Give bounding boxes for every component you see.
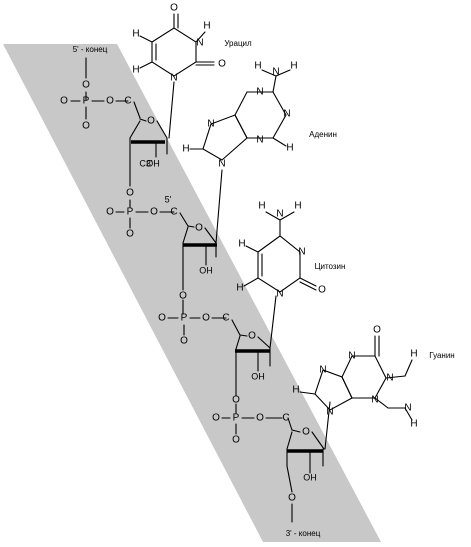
five-prime-end-label: 5' - конец — [73, 45, 108, 54]
atom-O: O — [126, 188, 134, 199]
atom-O: O — [212, 413, 220, 424]
atom-H: H — [290, 61, 297, 72]
oh-label: OH — [303, 472, 317, 482]
hydroxyl-labels: OH OH OH OH — [146, 158, 317, 482]
atom-N: N — [348, 351, 355, 362]
atom-O: O — [106, 96, 114, 107]
atom-O: O — [318, 285, 326, 296]
atom-O: O — [180, 336, 188, 347]
atom-O: O — [147, 116, 155, 127]
atom-N: N — [256, 87, 263, 98]
atom-N: N — [404, 403, 411, 414]
atom-N: N — [272, 67, 279, 78]
atom-O: O — [202, 313, 210, 324]
atom-H: H — [132, 29, 139, 40]
oh-label: OH — [146, 158, 160, 168]
atom-C: C — [222, 313, 229, 324]
base-label-cytosine: Цитозин — [315, 262, 346, 271]
base-name-labels: Урацил Аденин Цитозин Гуанин — [224, 39, 454, 360]
atom-P: P — [181, 313, 188, 324]
base-label-uracil: Урацил — [224, 39, 252, 48]
atom-O: O — [179, 291, 187, 302]
atom-N: N — [207, 119, 214, 130]
atom-O: O — [82, 80, 90, 91]
c3-label: C3' — [139, 158, 153, 168]
atom-H: H — [258, 201, 265, 212]
oh-label: OH — [251, 371, 265, 381]
atom-P: P — [127, 207, 134, 218]
atom-labels: O O P O O C O O N H O N H H O O P O O C … — [60, 3, 418, 504]
atom-H: H — [292, 385, 299, 396]
five-prime-label: 5' — [165, 194, 172, 204]
atom-P: P — [83, 96, 90, 107]
atom-O: O — [302, 427, 310, 438]
atom-O: O — [373, 325, 381, 336]
atom-O: O — [170, 3, 178, 14]
structure-lines — [70, 13, 413, 523]
atom-N: N — [386, 373, 393, 384]
atom-H: H — [238, 239, 245, 250]
atom-N: N — [218, 159, 225, 170]
atom-N: N — [283, 109, 290, 120]
atom-O: O — [106, 207, 114, 218]
atom-N: N — [170, 73, 177, 84]
atom-H: H — [286, 143, 293, 154]
base-label-adenine: Аденин — [309, 130, 337, 139]
atom-N: N — [276, 209, 283, 220]
atom-H: H — [182, 144, 189, 155]
atom-O: O — [158, 313, 166, 324]
backbone-band — [3, 44, 381, 542]
atom-O: O — [232, 395, 240, 406]
atom-H: H — [410, 349, 417, 360]
base-label-guanine: Гуанин — [429, 351, 454, 360]
atom-O: O — [150, 207, 158, 218]
atom-O: O — [218, 59, 226, 70]
atom-H: H — [203, 21, 210, 32]
atom-H: H — [254, 61, 261, 72]
atom-O: O — [248, 331, 256, 342]
atom-O: O — [288, 493, 296, 504]
atom-N: N — [326, 407, 333, 418]
atom-H: H — [294, 201, 301, 212]
atom-O: O — [256, 413, 264, 424]
atom-O: O — [82, 121, 90, 132]
oh-label: OH — [199, 265, 213, 275]
three-prime-end-label: 3' - конец — [286, 529, 321, 538]
atom-O: O — [60, 96, 68, 107]
atom-P: P — [233, 413, 240, 424]
atom-C: C — [124, 96, 131, 107]
atom-H: H — [132, 65, 139, 76]
atom-N: N — [256, 135, 263, 146]
atom-H: H — [410, 419, 417, 430]
annotations: 5' - конец C3' 5' 3' - конец — [73, 45, 321, 538]
atom-N: N — [371, 395, 378, 406]
atom-O: O — [232, 435, 240, 446]
atom-H: H — [236, 283, 243, 294]
atom-C: C — [282, 413, 289, 424]
atom-N: N — [276, 289, 283, 300]
atom-N: N — [319, 365, 326, 376]
atom-O: O — [126, 229, 134, 240]
atom-N: N — [196, 38, 203, 49]
atom-C: C — [170, 207, 177, 218]
atom-N: N — [298, 247, 305, 258]
atom-O: O — [195, 223, 203, 234]
